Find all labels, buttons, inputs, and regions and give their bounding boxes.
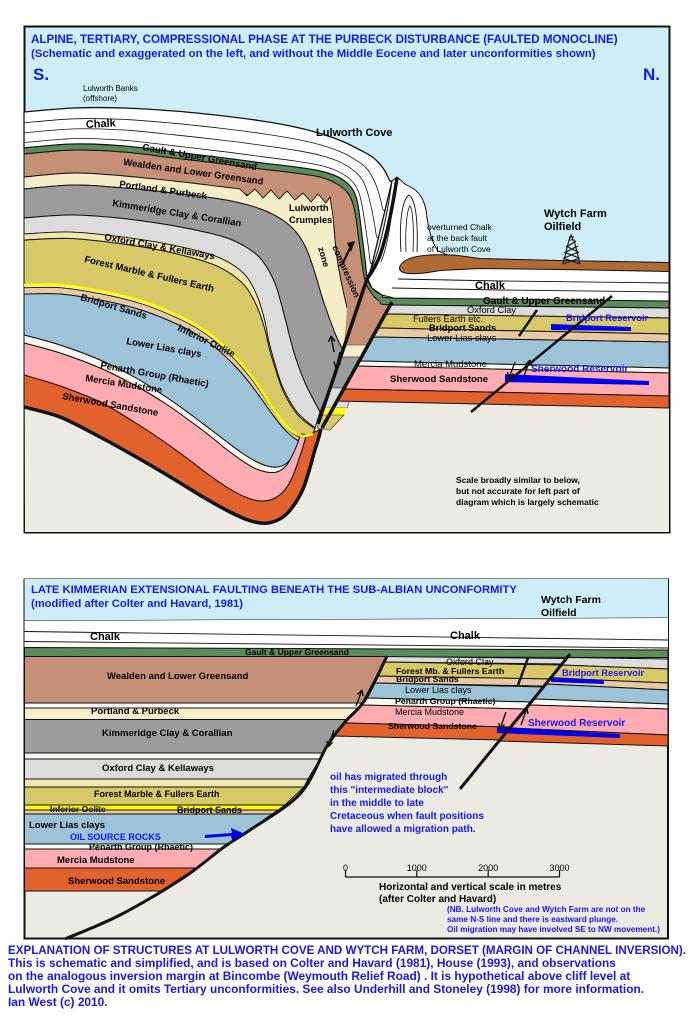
svg-text:this "intermediate block": this "intermediate block" bbox=[330, 785, 449, 796]
svg-text:ALPINE, TERTIARY, COMPRESSIONA: ALPINE, TERTIARY, COMPRESSIONAL PHASE AT… bbox=[31, 33, 618, 46]
svg-text:(offshore): (offshore) bbox=[83, 94, 117, 103]
svg-text:in the middle to late: in the middle to late bbox=[330, 798, 424, 809]
svg-text:Bridport Reservoir: Bridport Reservoir bbox=[562, 668, 645, 678]
svg-text:N.: N. bbox=[643, 65, 660, 84]
svg-text:(after Colter and Havard): (after Colter and Havard) bbox=[379, 894, 496, 905]
svg-text:Scale broadly similar to below: Scale broadly similar to below, bbox=[456, 475, 580, 485]
svg-text:3000: 3000 bbox=[549, 863, 569, 873]
svg-text:Oilfield: Oilfield bbox=[544, 221, 581, 233]
svg-text:Forest Mb. & Fullers Earth: Forest Mb. & Fullers Earth bbox=[396, 666, 504, 676]
svg-text:oil has migrated through: oil has migrated through bbox=[330, 772, 447, 783]
svg-text:Horizontal and vertical scale: Horizontal and vertical scale in metres bbox=[379, 882, 562, 893]
svg-text:but not accurate for left part: but not accurate for left part of bbox=[456, 486, 580, 496]
svg-text:Chalk: Chalk bbox=[475, 280, 506, 292]
svg-text:Sherwood Sandstone: Sherwood Sandstone bbox=[390, 374, 488, 385]
svg-text:Sherwood Sandstone: Sherwood Sandstone bbox=[68, 876, 165, 887]
svg-text:Inferior Oolite: Inferior Oolite bbox=[50, 804, 106, 814]
svg-text:(modified after Colter and Hav: (modified after Colter and Havard, 1981) bbox=[31, 598, 243, 610]
svg-text:Wytch Farm: Wytch Farm bbox=[541, 594, 601, 606]
svg-text:Bridport Reservoir: Bridport Reservoir bbox=[566, 313, 649, 323]
svg-text:Bridport Sands: Bridport Sands bbox=[429, 323, 496, 333]
svg-text:have allowed a migration path.: have allowed a migration path. bbox=[330, 824, 476, 835]
svg-text:Mercia Mudstone: Mercia Mudstone bbox=[414, 359, 487, 370]
svg-text:Oxford Clay: Oxford Clay bbox=[467, 305, 516, 315]
svg-text:Lulworth: Lulworth bbox=[289, 202, 329, 213]
svg-text:Portland & Purbeck: Portland & Purbeck bbox=[91, 706, 180, 717]
svg-text:Kimmeridge Clay & Corallian: Kimmeridge Clay & Corallian bbox=[102, 728, 233, 739]
svg-text:of Lulworth Cove: of Lulworth Cove bbox=[427, 244, 491, 254]
svg-text:Oilfield: Oilfield bbox=[541, 607, 577, 619]
svg-text:0: 0 bbox=[343, 863, 348, 873]
svg-text:Mercia Mudstone: Mercia Mudstone bbox=[57, 855, 135, 866]
svg-text:Gault & Upper Greensand: Gault & Upper Greensand bbox=[245, 647, 349, 657]
svg-text:(Schematic and exaggerated on: (Schematic and exaggerated on the left, … bbox=[31, 48, 596, 60]
svg-text:Chalk: Chalk bbox=[450, 630, 481, 642]
svg-text:Penarth Group (Rhaetic): Penarth Group (Rhaetic) bbox=[89, 842, 193, 852]
svg-text:Gault & Upper Greensand: Gault & Upper Greensand bbox=[483, 296, 605, 307]
svg-text:Wytch Farm: Wytch Farm bbox=[544, 208, 607, 220]
svg-text:1000: 1000 bbox=[407, 863, 427, 873]
svg-text:Oxford Clay & Kellaways: Oxford Clay & Kellaways bbox=[102, 763, 214, 774]
svg-text:Fullers Earth etc.: Fullers Earth etc. bbox=[413, 314, 483, 324]
svg-text:Lower Lias clays: Lower Lias clays bbox=[427, 332, 497, 343]
svg-text:This is schematic and simplifi: This is schematic and simplified, and is… bbox=[8, 956, 616, 970]
svg-text:Bridport Sands: Bridport Sands bbox=[177, 805, 242, 815]
svg-text:LATE KIMMERIAN EXTENSIONAL FAU: LATE KIMMERIAN EXTENSIONAL FAULTING BENE… bbox=[31, 584, 517, 596]
svg-text:at the back fault: at the back fault bbox=[427, 233, 488, 243]
svg-text:Sherwood Reservoir: Sherwood Reservoir bbox=[531, 364, 628, 375]
svg-text:overturned Chalk: overturned Chalk bbox=[427, 222, 492, 232]
svg-text:Lulworth Cove and it omits Ter: Lulworth Cove and it omits Tertiary unco… bbox=[8, 982, 644, 996]
svg-text:Bridport Sands: Bridport Sands bbox=[396, 674, 459, 684]
svg-text:Cretaceous when fault position: Cretaceous when fault positions bbox=[330, 811, 484, 822]
svg-text:same N-S line and there is eas: same N-S line and there is eastward plun… bbox=[447, 915, 618, 924]
svg-text:Wealden and Lower Greensand: Wealden and Lower Greensand bbox=[107, 671, 249, 682]
svg-text:on the analogous inversion mar: on the analogous inversion margin at Bin… bbox=[8, 969, 630, 983]
svg-text:EXPLANATION OF STRUCTURES AT L: EXPLANATION OF STRUCTURES AT LULWORTH CO… bbox=[8, 944, 686, 957]
svg-text:Mercia Mudstone: Mercia Mudstone bbox=[395, 707, 464, 717]
svg-text:Sherwood Reservoir: Sherwood Reservoir bbox=[528, 718, 625, 729]
svg-text:2000: 2000 bbox=[478, 863, 498, 873]
svg-text:diagram which is largely schem: diagram which is largely schematic bbox=[456, 497, 599, 507]
svg-text:Lulworth Cove: Lulworth Cove bbox=[316, 127, 392, 139]
svg-text:Forest Marble & Fullers Earth: Forest Marble & Fullers Earth bbox=[94, 789, 220, 799]
svg-text:OIL SOURCE ROCKS: OIL SOURCE ROCKS bbox=[70, 832, 161, 842]
svg-text:S.: S. bbox=[33, 65, 49, 84]
svg-text:Lower Lias clays: Lower Lias clays bbox=[405, 685, 472, 695]
svg-text:Penarth Group (Rhaetic): Penarth Group (Rhaetic) bbox=[395, 696, 496, 706]
svg-text:Oil migration may have involve: Oil migration may have involved SE to NW… bbox=[447, 925, 660, 934]
svg-text:Oxford Clay: Oxford Clay bbox=[446, 657, 494, 667]
svg-text:Lulworth Banks: Lulworth Banks bbox=[83, 84, 138, 93]
svg-text:Ian West (c) 2010.: Ian West (c) 2010. bbox=[8, 995, 108, 1009]
svg-text:Lower Lias clays: Lower Lias clays bbox=[29, 820, 105, 831]
svg-text:Crumples: Crumples bbox=[289, 214, 332, 225]
svg-text:Sherwood Sandstone: Sherwood Sandstone bbox=[388, 721, 477, 731]
svg-text:Chalk: Chalk bbox=[86, 117, 117, 131]
svg-text:Chalk: Chalk bbox=[90, 631, 121, 643]
svg-text:(NB. Lulworth Cove and Wytch F: (NB. Lulworth Cove and Wytch Farm are no… bbox=[447, 905, 646, 914]
